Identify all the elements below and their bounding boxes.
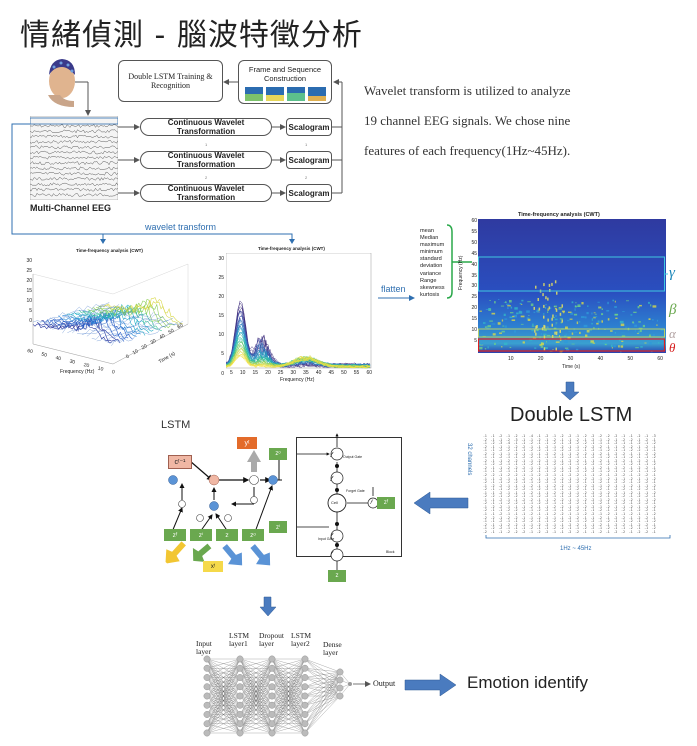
plot2d-xlabel: Frequency (Hz) — [280, 377, 315, 383]
scalogram-box-1: Scalogram — [286, 118, 332, 136]
lstm-heading: LSTM — [161, 419, 191, 431]
block-forget-gate-label: Forget Gate — [346, 489, 365, 493]
lstm-block-wiring — [297, 433, 386, 572]
lstm-gate-output: zᵒ — [242, 529, 264, 541]
lstm-input: xᵗ — [203, 561, 223, 572]
heatmap-xlabel: Time (s) — [562, 364, 581, 370]
matrix-freq-label: 1Hz ~ 45Hz — [560, 546, 592, 552]
heatmap-ylabel: Frequency (Hz) — [458, 255, 464, 290]
block-z-input: z — [328, 570, 346, 582]
lstm-gate-z: z — [216, 529, 238, 541]
layer-label-lstm2: LSTM layer2 — [291, 631, 312, 648]
feature-item: maximum — [420, 242, 445, 249]
block-input-gate-input: zⁱ — [269, 521, 287, 533]
scalogram-thumbnails — [245, 87, 326, 101]
plot3d-title: Time-frequency analysis (CWT) — [76, 248, 143, 253]
matrix-freq-bracket — [485, 535, 671, 539]
layer-label-lstm1: LSTM layer1 — [229, 631, 250, 648]
eeg-head-icon — [48, 59, 75, 107]
plot2d-title: Time-frequency analysis (CWT) — [258, 246, 325, 251]
plot3d-xlabel: Frequency (Hz) — [60, 369, 95, 375]
band-gamma-label: γ — [669, 265, 675, 281]
feature-item: standard — [420, 256, 442, 263]
block-label: Block — [386, 550, 395, 554]
feature-item: minimum — [420, 249, 443, 256]
cwt-box-3: Continuous Wavelet Transformation — [140, 184, 272, 202]
block-input-gate-label: Input Gate — [318, 537, 335, 541]
feature-item: variance — [420, 270, 442, 277]
feature-list: mean Median maximum minimum standard dev… — [420, 228, 445, 299]
feature-item: deviation — [420, 263, 443, 270]
description-line-3: features of each frequency(1Hz~45Hz). — [364, 143, 571, 158]
lstm-block — [296, 437, 402, 557]
multiply-node — [168, 475, 178, 485]
matrix-channels-label: 32 channels — [466, 443, 472, 476]
flatten-label: flatten — [381, 284, 406, 294]
lstm-gate-forget: zᶠ — [164, 529, 186, 541]
heatmap-plot — [478, 219, 668, 353]
feature-matrix: -1 -1 -2 -1 -2 -1 -4 -1 -2 -1 -2 -2 -1 -… — [483, 434, 656, 534]
heatmap-title: Time-frequency analysis (CWT) — [518, 212, 600, 218]
svg-text:1: 1 — [305, 142, 308, 147]
block-output-gate-input: zᵒ — [269, 448, 287, 460]
plot2d-waterfall — [226, 253, 372, 369]
plot3d-surface — [32, 263, 189, 365]
description-line-2: 19 channel EEG signals. We chose nine — [364, 113, 571, 128]
block-sigma-4: 𝑓 — [330, 533, 333, 540]
feature-item: Median — [420, 235, 439, 242]
feature-item: Range — [420, 277, 437, 284]
block-forget-gate-input: zᶠ — [377, 497, 395, 509]
block-sigma-5: 𝑓 — [330, 551, 333, 558]
band-theta-label: θ — [669, 340, 676, 355]
layer-label-dropout: Dropout layer — [259, 631, 284, 648]
svg-text:2: 2 — [305, 175, 308, 180]
frame-seq-line-1: Frame and Sequence — [248, 65, 322, 74]
network-output-label: Output — [373, 679, 396, 688]
scalogram-box-2: Scalogram — [286, 151, 332, 169]
frame-sequence-box: Frame and Sequence Construction — [238, 60, 332, 104]
cwt-box-1: Continuous Wavelet Transformation — [140, 118, 272, 136]
scalogram-box-3: Scalogram — [286, 184, 332, 202]
cwt-box-2: Continuous Wavelet Transformation — [140, 151, 272, 169]
band-beta-label: β — [669, 302, 677, 318]
double-lstm-training-box: Double LSTM Training & Recognition — [118, 60, 223, 102]
feature-item: kurtosis — [420, 291, 440, 298]
lstm-prev-cell: cᵗ⁻¹ — [168, 455, 192, 469]
lstm-gate-input: zⁱ — [190, 529, 212, 541]
network-diagram — [203, 655, 371, 737]
block-sigma-3: 𝑓 — [370, 500, 372, 506]
feature-item: mean — [420, 228, 434, 234]
layer-label-dense: Dense layer — [323, 640, 342, 657]
emotion-identify-label: Emotion identify — [467, 673, 588, 692]
svg-text:2: 2 — [205, 175, 208, 180]
lstm-output: yᵗ — [237, 437, 257, 449]
block-sigma-2: 𝑓 — [330, 476, 333, 483]
description-line-1: Wavelet transform is utilized to analyze — [364, 83, 571, 98]
eeg-signal-panel — [30, 116, 118, 200]
wavelet-transform-label: wavelet transform — [145, 222, 217, 232]
feature-item: skewness — [420, 284, 445, 291]
add-node — [208, 474, 220, 486]
layer-label-input: Input layer — [196, 639, 212, 656]
band-alpha-label: α — [669, 326, 676, 341]
block-sigma-1: 𝑓 — [330, 452, 333, 459]
eeg-label: Multi-Channel EEG — [30, 203, 111, 213]
svg-text:1: 1 — [205, 142, 208, 147]
double-lstm-heading: Double LSTM — [510, 404, 633, 426]
block-cell: Cell — [331, 500, 338, 505]
lstm-cell-diagram — [165, 450, 282, 566]
block-output-gate-label: Output Gate — [343, 455, 363, 459]
page-title: 情緒偵測 - 腦波特徵分析 — [20, 18, 363, 53]
frame-seq-line-2: Construction — [263, 74, 307, 83]
